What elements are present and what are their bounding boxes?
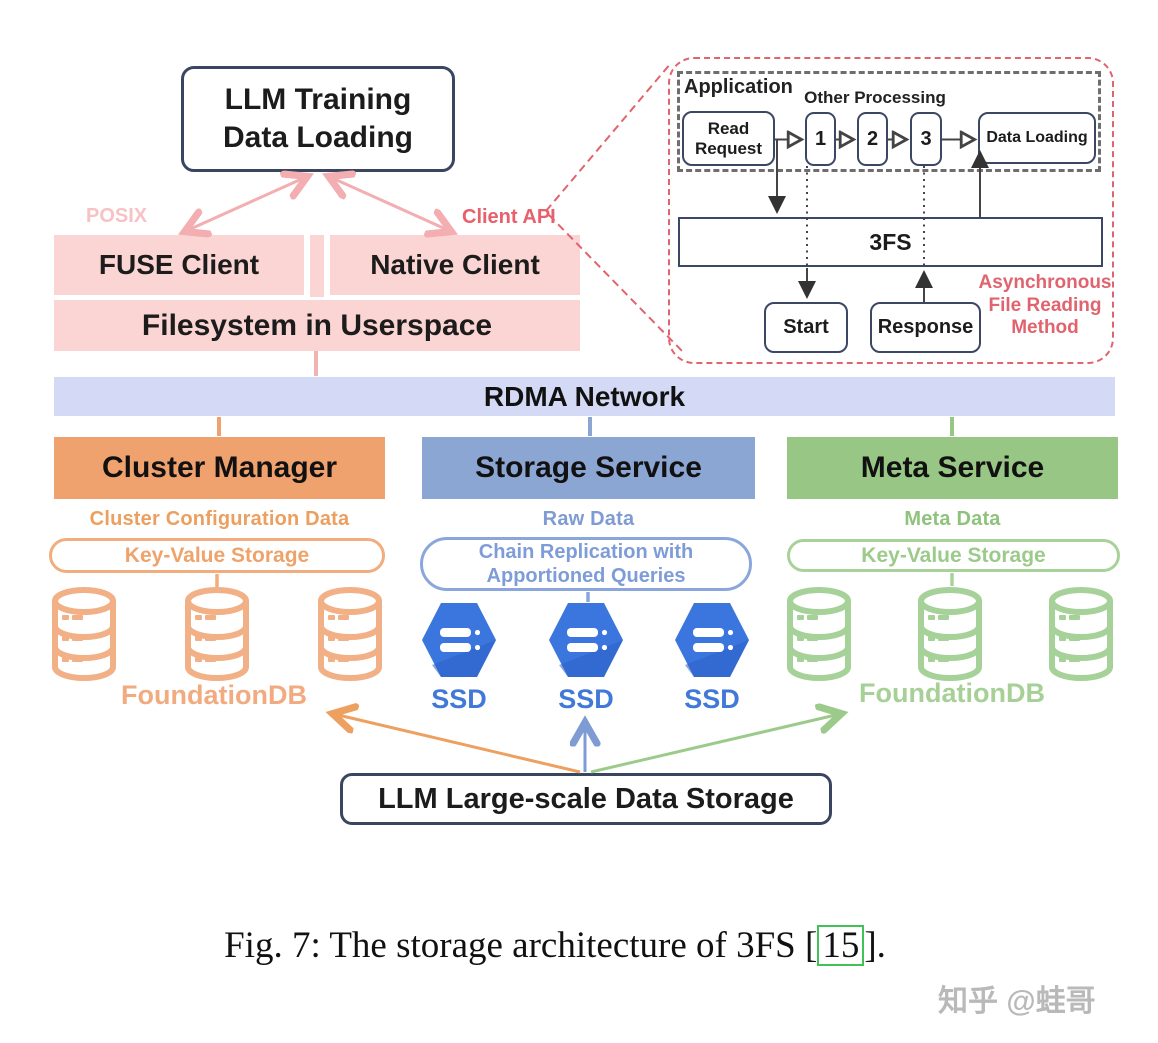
citation-link[interactable]: 15 [817,925,865,966]
chain-replication-line2: Apportioned Queries [486,565,686,587]
other-processing-label: Other Processing [804,88,946,107]
cluster-manager-box: Cluster Manager [54,437,385,499]
meta-key-value-storage-pill: Key-Value Storage [787,539,1120,572]
async-method-line2: File Reading [988,294,1102,316]
foundationdb-label-meta: FoundationDB [859,678,1045,708]
processing-step-1-box: 1 [805,112,836,166]
meta-data-label: Meta Data [904,507,1001,530]
ssd-label-1: SSD [431,684,487,714]
async-method-line3: Method [1011,317,1079,338]
processing-step-3-box: 3 [910,112,942,166]
data-loading-box: Data Loading [978,112,1096,164]
llm-training-data-loading-box: LLM Training Data Loading [181,66,455,172]
cluster-db-icon-2 [188,590,246,678]
cluster-configuration-data-label: Cluster Configuration Data [89,507,350,530]
rdma-network-bar: RDMA Network [54,377,1115,416]
inset-callout-line-top [545,62,672,212]
meta-db-icon-2 [921,590,979,678]
application-label: Application [684,76,793,98]
ssd-label-3: SSD [684,684,740,714]
cluster-db-icon-3 [321,590,379,678]
ssd-icon-3 [675,603,749,677]
native-client-box: Native Client [330,235,580,295]
llm-large-scale-data-storage-box: LLM Large-scale Data Storage [340,773,832,825]
caption-suffix: ]. [864,925,886,966]
meta-service-box: Meta Service [787,437,1118,499]
read-request-box: Read Request [682,111,775,166]
client-connector-strip [310,235,324,297]
llm-training-line2: Data Loading [222,121,413,154]
cluster-key-value-storage-pill: Key-Value Storage [49,538,385,573]
raw-data-label: Raw Data [542,507,635,530]
storage-service-box: Storage Service [422,437,755,499]
chain-replication-line1: Chain Replication with [478,541,694,563]
ssd-label-2: SSD [558,684,614,714]
read-request-line2: Request [694,138,763,158]
read-request-line1: Read [707,118,750,138]
application-dashed-frame [677,71,1101,172]
async-method-label: Asynchronous File Reading Method [972,272,1118,340]
client-api-label: Client API [462,206,556,228]
response-box: Response [870,302,981,353]
posix-arrow [186,177,306,231]
client-api-arrow [330,177,450,231]
storage-to-meta-arrow [590,714,840,774]
ssd-icon-1 [422,603,496,677]
ssd-icon-2 [549,603,623,677]
posix-label: POSIX [86,205,148,227]
fuse-client-box: FUSE Client [54,235,304,295]
storage-to-cluster-arrow [334,714,581,774]
async-method-line1: Asynchronous [978,272,1112,293]
chain-replication-pill: Chain Replication with Apportioned Queri… [420,537,752,591]
llm-training-line1: LLM Training [224,83,412,116]
start-box: Start [764,302,848,353]
figure-caption: Fig. 7: The storage architecture of 3FS … [140,924,970,967]
meta-db-icon-1 [790,590,848,678]
caption-prefix: Fig. 7: The storage architecture of 3FS … [224,925,818,966]
cluster-db-icon-1 [55,590,113,678]
foundationdb-label-cluster: FoundationDB [121,680,307,710]
watermark-zhihu: 知乎 @蛙哥 [938,985,1096,1018]
filesystem-userspace-bar: Filesystem in Userspace [54,300,580,351]
meta-db-icon-3 [1052,590,1110,678]
processing-step-2-box: 2 [857,112,888,166]
3fs-bar: 3FS [678,217,1103,267]
